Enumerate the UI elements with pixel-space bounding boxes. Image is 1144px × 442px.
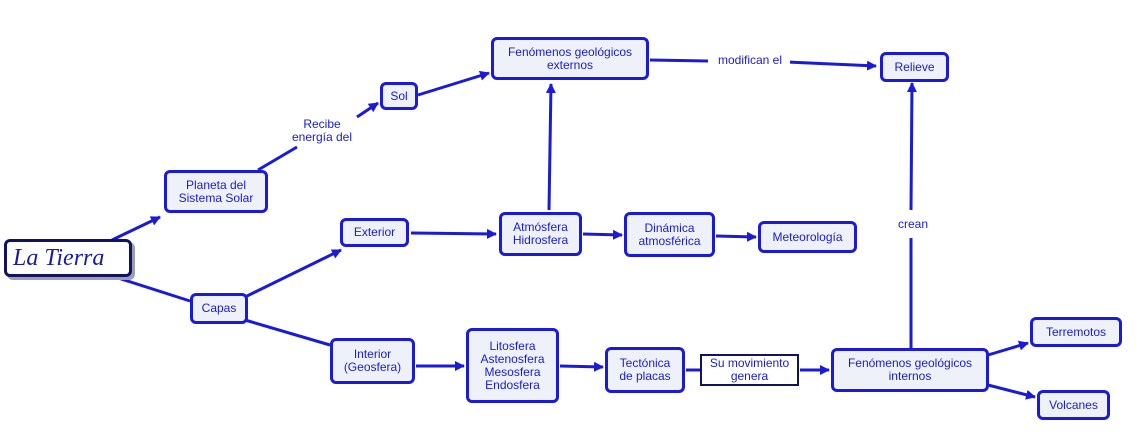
node-meteorologia[interactable]: Meteorología — [758, 221, 857, 253]
edge-label-crean: crean — [892, 218, 934, 231]
node-fenomenos-internos[interactable]: Fenómenos geológicos internos — [831, 348, 989, 392]
edge-tierra-capas — [114, 275, 191, 303]
edge-litosfera-tectonica — [559, 361, 604, 372]
node-planeta-sistema-solar[interactable]: Planeta del Sistema Solar — [164, 170, 268, 213]
edge-recibe-sol — [356, 101, 379, 119]
edge-label-recibe-energia: Recibe energía del — [284, 118, 360, 144]
node-terremotos[interactable]: Terremotos — [1030, 317, 1122, 347]
edge-atmosfera-fenext — [545, 83, 556, 211]
node-exterior[interactable]: Exterior — [340, 218, 409, 247]
node-atmosfera-hidrosfera[interactable]: Atmósfera Hidrosfera — [499, 212, 582, 256]
edge-capas-interior — [244, 318, 331, 347]
edge-capas-exterior — [246, 248, 342, 298]
edge-fenext-modifican — [649, 58, 709, 63]
edge-dinamica-meteorologia — [715, 231, 757, 242]
edge-fenint-terremotos — [987, 340, 1029, 357]
node-la-tierra[interactable]: La Tierra — [4, 239, 132, 277]
node-capas[interactable]: Capas — [190, 293, 248, 324]
edge-label-modifican: modifican el — [710, 54, 790, 67]
edge-exterior-atmosfera — [410, 228, 497, 239]
edge-modifican-relieve — [786, 60, 877, 71]
edge-tierra-planeta — [111, 215, 161, 242]
node-sol[interactable]: Sol — [380, 82, 418, 110]
edge-planeta-recibe — [257, 145, 298, 172]
edge-crean-relieve — [906, 82, 917, 211]
node-fenomenos-externos[interactable]: Fenómenos geológicos externos — [491, 37, 649, 80]
node-interior-geosfera[interactable]: Interior (Geosfera) — [330, 338, 415, 384]
node-su-movimiento-genera[interactable]: Su movimiento genera — [700, 354, 799, 386]
node-relieve[interactable]: Relieve — [880, 52, 949, 82]
edge-fenint-volcanes — [987, 383, 1036, 400]
edge-atmosfera-dinamica — [582, 229, 623, 240]
node-dinamica-atmosferica[interactable]: Dinámica atmosférica — [624, 212, 715, 257]
edge-sol-fenext — [417, 70, 490, 97]
node-tectonica-placas[interactable]: Tectónica de placas — [605, 347, 685, 393]
node-volcanes[interactable]: Volcanes — [1037, 390, 1110, 420]
node-capas-internas[interactable]: Litosfera Astenosfera Mesosfera Endosfer… — [466, 328, 559, 403]
